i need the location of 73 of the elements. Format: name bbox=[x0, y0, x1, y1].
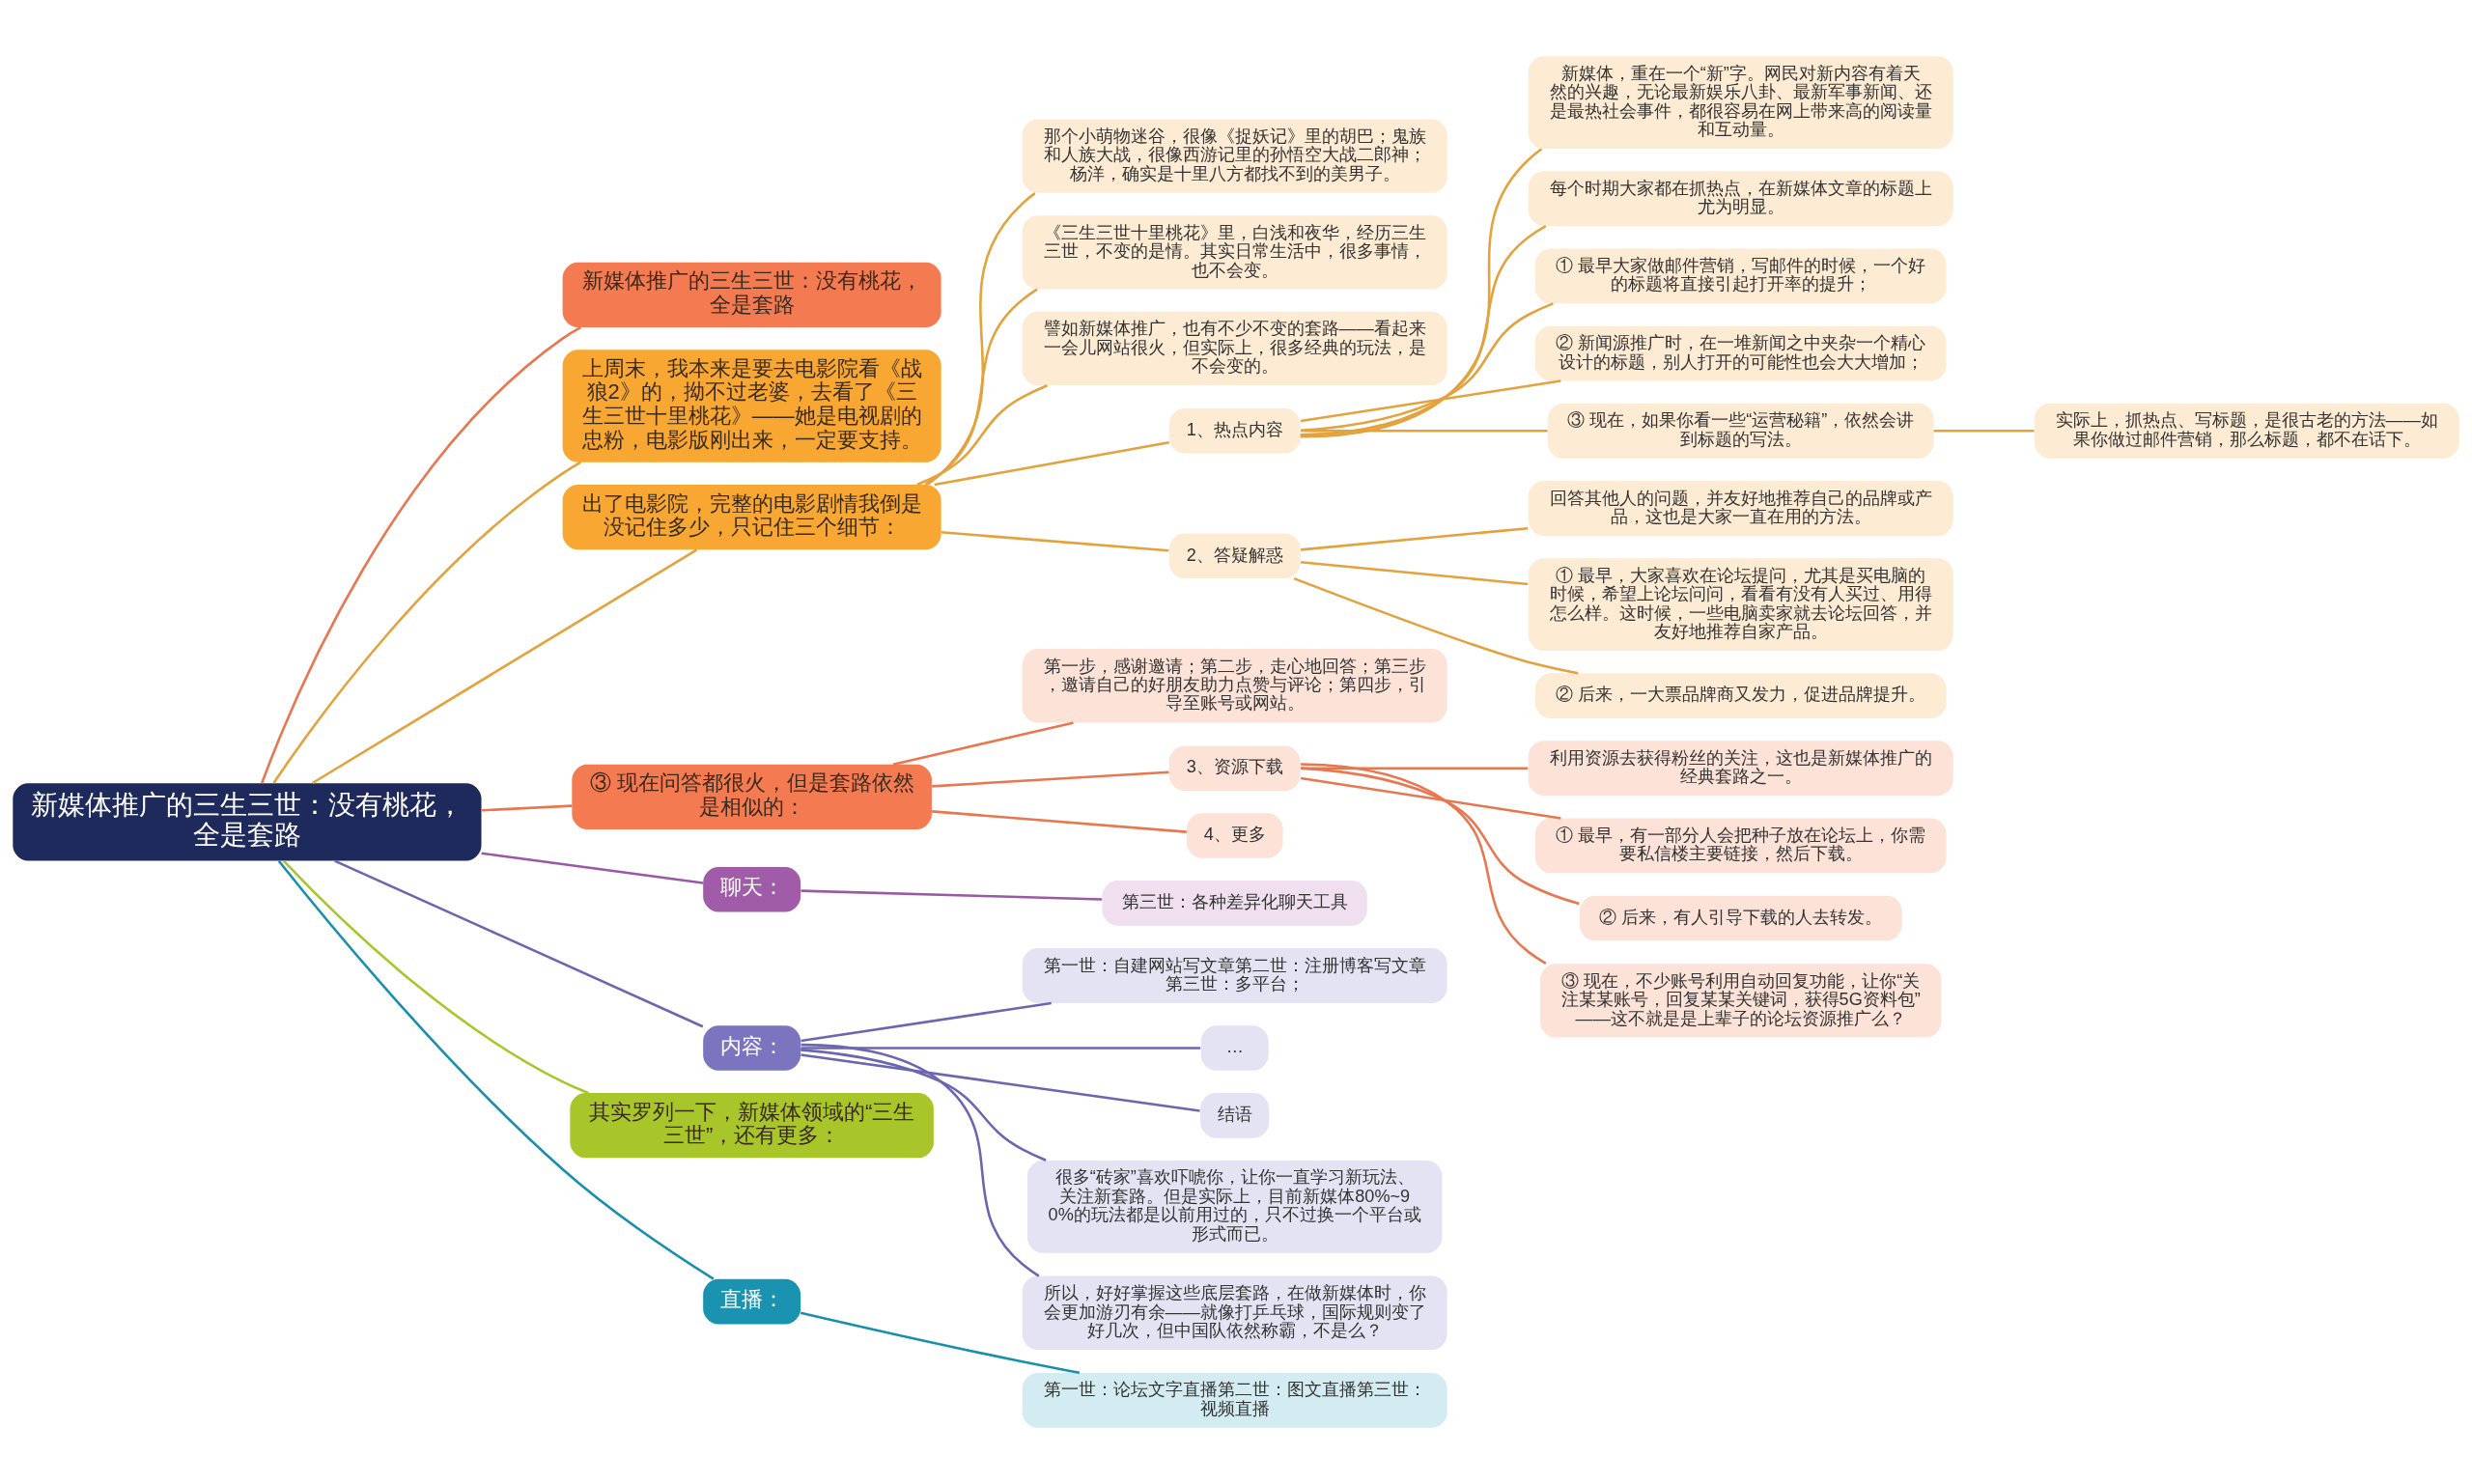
node-box: ② 后来，有人引导下载的人去转发。 bbox=[1579, 895, 1902, 941]
node-box: 譬如新媒体推广，也有不少不变的套路——看起来一会儿网站很火，但实际上，很多经典的玩法，是不会变的。 bbox=[1022, 311, 1447, 386]
node-box: 第一步，感谢邀请；第二步，走心地回答；第三步，邀请自己的好朋友助力点赞与评论；第四步，引导至账号或网站。 bbox=[1022, 649, 1447, 723]
node-box: 第一世：论坛文字直播第二世：图文直播第三世：视频直播 bbox=[1022, 1372, 1447, 1428]
connector bbox=[272, 461, 581, 784]
connector bbox=[801, 1049, 1047, 1162]
connector bbox=[283, 860, 589, 1095]
node-box: ① 最早，大家喜欢在论坛提问，尤其是买电脑的时候，希望上论坛问问，看看有没有人买过、用得怎么样。这时候，一些电脑卖家就去论坛回答，并友好地推荐自家产品。 bbox=[1528, 558, 1953, 652]
connector bbox=[916, 384, 1048, 487]
connector bbox=[1300, 148, 1543, 438]
node-box: 新媒体推广的三生三世：没有桃花，全是套路 bbox=[562, 262, 941, 327]
connector bbox=[1300, 526, 1529, 551]
connector bbox=[924, 288, 1038, 486]
connector bbox=[334, 859, 704, 1028]
node-box: 《三生三世十里桃花》里，白浅和夜华，经历三生三世，不变的是情。其实日常生活中，很多事情，也不会变。 bbox=[1022, 215, 1447, 290]
node-box: 实际上，抓热点、写标题，是很古老的方法——如果你做过邮件营销，那么标题，都不在话下。 bbox=[2034, 403, 2459, 459]
connector bbox=[481, 852, 704, 884]
connector bbox=[311, 548, 698, 785]
connector bbox=[1300, 763, 1547, 965]
connector bbox=[1300, 225, 1547, 436]
connector bbox=[1293, 576, 1579, 675]
node-box: 回答其他人的问题，并友好地推荐自己的品牌或产品，这也是大家一直在用的方法。 bbox=[1528, 481, 1953, 536]
connector bbox=[932, 810, 1187, 833]
node-box: ② 新闻源推广时，在一堆新闻之中夹杂一个精心设计的标题，别人打开的可能性也会大大增加； bbox=[1534, 325, 1947, 381]
connector bbox=[1301, 767, 1529, 770]
connector bbox=[801, 1043, 1040, 1277]
node-box: 出了电影院，完整的电影剧情我倒是没记住多少，只记住三个细节： bbox=[562, 484, 941, 550]
node-box: 新媒体，重在一个“新”字。网民对新内容有着天然的兴趣，无论最新娱乐八卦、最新军事新闻、还是最热社会事件，都很容易在网上带来高的阅读量和互动量。 bbox=[1528, 56, 1953, 149]
connector bbox=[1300, 767, 1580, 906]
connector bbox=[801, 889, 1103, 901]
node-box: ② 后来，一大票品牌商又发力，促进品牌提升。 bbox=[1534, 673, 1947, 718]
connector bbox=[941, 531, 1169, 552]
node-box: 直播： bbox=[703, 1278, 801, 1325]
connector bbox=[261, 326, 582, 784]
connector bbox=[800, 1311, 1081, 1375]
node-box: 所以，好好掌握这些底层套路，在做新媒体时，你会更加游刃有余——就像打乒乓球，国际规则变了好几次，但中国队依然称霸，不是么？ bbox=[1022, 1275, 1447, 1350]
node-box: ③ 现在，不少账号利用自动回复功能，让你“关注某某账号，回复某某关键词，获得5G资料包”——这不就是是上辈子的论坛资源推广么？ bbox=[1540, 964, 1942, 1038]
connector bbox=[1300, 776, 1561, 820]
node-box: 结语 bbox=[1200, 1093, 1270, 1138]
connector bbox=[801, 1001, 1052, 1043]
node-box: ③ 现在问答都很火，但是套路依然是相似的： bbox=[572, 764, 932, 830]
connector bbox=[1933, 430, 2035, 433]
connector bbox=[934, 441, 1169, 487]
node-box: 2、答疑解惑 bbox=[1168, 533, 1301, 578]
connector bbox=[801, 1053, 1200, 1112]
node-box: ① 最早大家做邮件营销，写邮件的时候，一个好的标题将直接引起打开率的提升； bbox=[1534, 248, 1947, 304]
node-box: 聊天： bbox=[703, 866, 801, 912]
node-box: 上周末，我本来是要去电影院看《战狼2》的，拗不过老婆，去看了《三生三世十里桃花》——她是电视剧的忠粉，电影版刚出来，一定要支持。 bbox=[562, 350, 941, 462]
node-box: ③ 现在，如果你看一些“运营秘籍”，依然会讲到标题的写法。 bbox=[1547, 403, 1934, 459]
connector bbox=[1300, 302, 1554, 433]
node-box: 4、更多 bbox=[1186, 813, 1283, 858]
node-box: ① 最早，有一部分人会把种子放在论坛上，你需要私信楼主要链接，然后下载。 bbox=[1534, 818, 1947, 874]
connector bbox=[892, 721, 1074, 766]
node-box: 那个小萌物迷谷，很像《捉妖记》里的胡巴；鬼族和人族大战，很像西游记里的孙悟空大战二郎神；杨洋，确实是十里八方都找不到的美男子。 bbox=[1022, 119, 1447, 193]
connector bbox=[801, 1047, 1201, 1050]
node-box: … bbox=[1200, 1025, 1269, 1071]
node-box: 第三世：各种差异化聊天工具 bbox=[1102, 881, 1367, 926]
connector bbox=[1300, 379, 1561, 423]
node-box: 利用资源去获得粉丝的关注，这也是新媒体推广的经典套路之一。 bbox=[1528, 741, 1953, 797]
node-box: 1、热点内容 bbox=[1168, 408, 1301, 454]
connector bbox=[481, 804, 573, 812]
node-box: 3、资源下载 bbox=[1168, 745, 1301, 791]
node-box: 内容： bbox=[703, 1025, 801, 1071]
connector bbox=[926, 192, 1036, 486]
node-box: 很多“砖家”喜欢吓唬你，让你一直学习新玩法、关注新套路。但是实际上，目前新媒体80%~90%的玩法都是以前用过的，只不过换一个平台或形式而已。 bbox=[1026, 1160, 1443, 1253]
node-box: 每个时期大家都在抓热点，在新媒体文章的标题上尤为明显。 bbox=[1528, 171, 1953, 227]
connector bbox=[277, 859, 715, 1280]
node-box: 其实罗列一下，新媒体领域的“三生三世”，还有更多： bbox=[570, 1093, 934, 1159]
node-box: 第一世：自建网站写文章第二世：注册博客写文章第三世：多平台； bbox=[1022, 948, 1447, 1003]
connector bbox=[1300, 560, 1529, 586]
node-box: 新媒体推广的三生三世：没有桃花，全是套路 bbox=[13, 783, 482, 861]
connector bbox=[1301, 430, 1548, 433]
connector bbox=[932, 770, 1169, 788]
